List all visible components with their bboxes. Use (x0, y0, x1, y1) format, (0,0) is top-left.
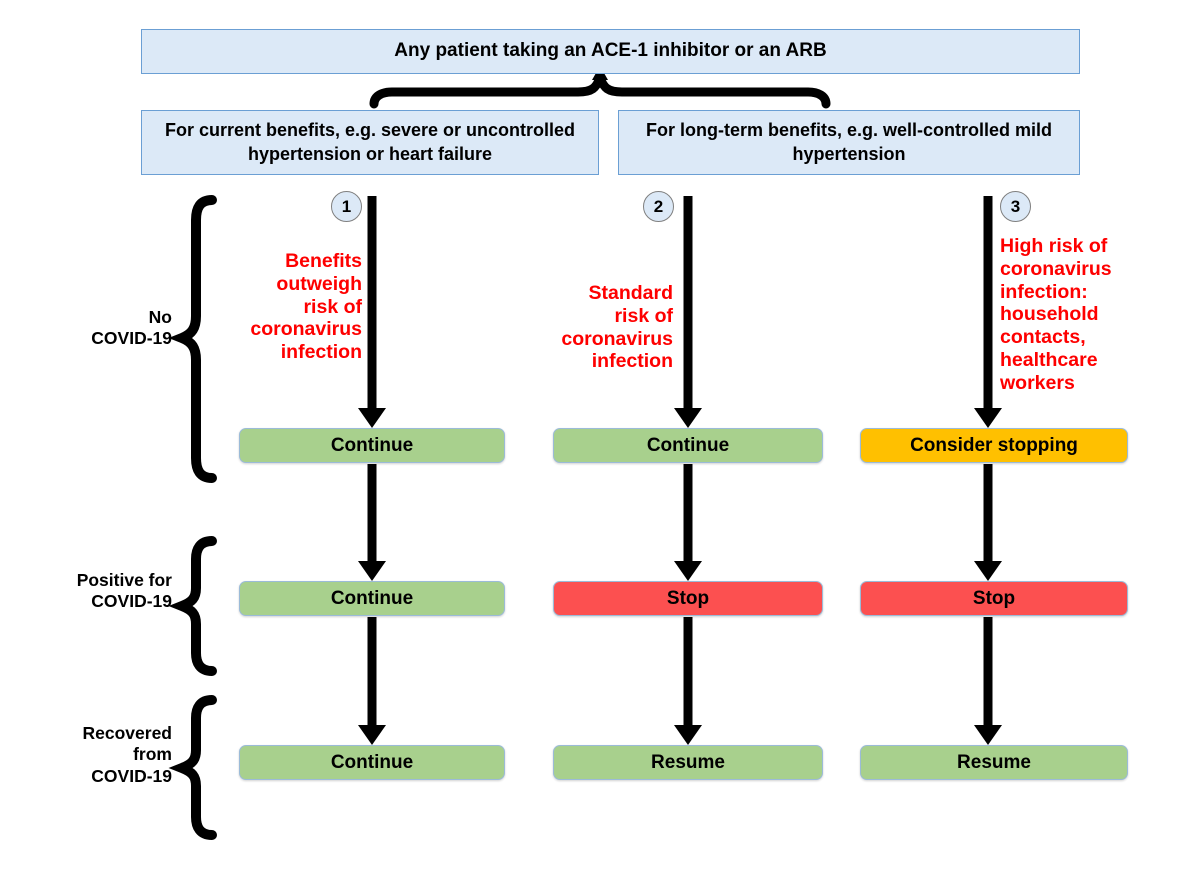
arrow-col3-stage3 (974, 617, 1002, 745)
arrow-col2-stage1 (674, 196, 702, 428)
branch-box-current-benefits: For current benefits, e.g. severe or unc… (141, 110, 599, 175)
risk-note-pathway-3: High risk of coronavirus infection: hous… (1000, 235, 1112, 394)
arrow-col2-stage3 (674, 617, 702, 745)
outcome-box-p1-stage1: Continue (239, 428, 505, 463)
outcome-box-p2-stage2: Stop (553, 581, 823, 616)
risk-note-pathway-1: Benefits outweigh risk of coronavirus in… (250, 250, 362, 364)
stage-label-no-covid: No COVID-19 (91, 307, 172, 349)
outcome-box-p2-stage1: Continue (553, 428, 823, 463)
pathway-number-badge-3: 3 (1000, 191, 1031, 222)
pathway-number-badge-2: 2 (643, 191, 674, 222)
arrow-col1-stage3 (358, 617, 386, 745)
outcome-box-p3-stage1: Consider stopping (860, 428, 1128, 463)
arrow-col1-stage1 (358, 196, 386, 428)
stage-label-recovered-covid: Recovered from COVID-19 (82, 723, 173, 786)
pathway-number-badge-1: 1 (331, 191, 362, 222)
arrow-col2-stage2 (674, 464, 702, 581)
outcome-box-p3-stage2: Stop (860, 581, 1128, 616)
arrow-col3-stage1 (974, 196, 1002, 428)
stage-brace-2-icon (168, 536, 217, 676)
stage-label-positive-covid: Positive for COVID-19 (76, 570, 172, 612)
branch-box-long-term-benefits: For long-term benefits, e.g. well-contro… (618, 110, 1080, 175)
outcome-box-p1-stage3: Continue (239, 745, 505, 780)
risk-note-pathway-2: Standard risk of coronavirus infection (561, 282, 673, 373)
page-title: Any patient taking an ACE-1 inhibitor or… (141, 29, 1080, 74)
arrow-col1-stage2 (358, 464, 386, 581)
stage-brace-3-icon (168, 695, 217, 840)
outcome-box-p3-stage3: Resume (860, 745, 1128, 780)
outcome-box-p1-stage2: Continue (239, 581, 505, 616)
stage-brace-1-icon (168, 195, 217, 483)
outcome-box-p2-stage3: Resume (553, 745, 823, 780)
arrow-col3-stage2 (974, 464, 1002, 581)
